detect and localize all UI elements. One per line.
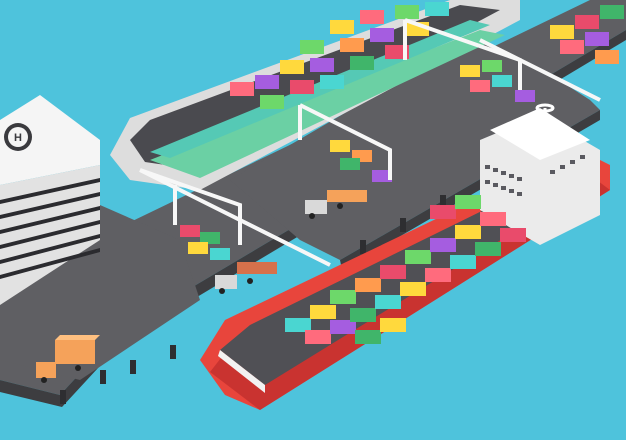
barge-stripe [150, 30, 505, 178]
building-windows [0, 178, 100, 279]
radar-mast [535, 103, 555, 135]
helipad: H [4, 123, 32, 151]
container-stack [550, 5, 624, 64]
truck [36, 335, 100, 383]
ship-deck-rim [218, 350, 265, 393]
building-roof [0, 95, 100, 185]
office-building: H [0, 95, 100, 305]
ship-cabin-windows [485, 155, 585, 196]
gantry-crane [139, 18, 601, 267]
container-stack [285, 195, 526, 344]
ship-cabin-top [490, 108, 590, 160]
helipad-marking: H [14, 132, 22, 144]
truck [215, 262, 277, 294]
container-stack [180, 60, 535, 260]
truck [305, 190, 367, 219]
